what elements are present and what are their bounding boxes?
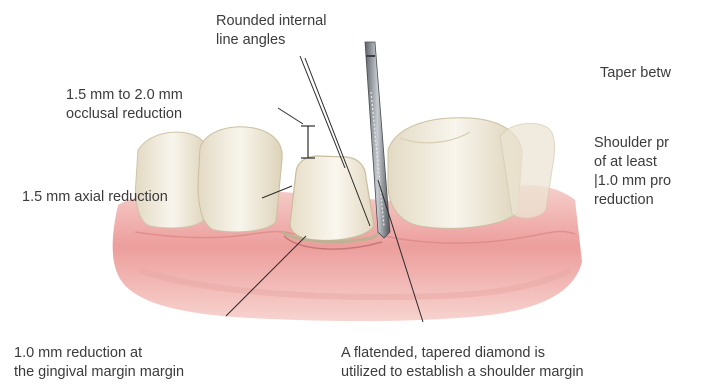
diamond-line-1: A flatended, tapered diamond is	[341, 344, 584, 363]
rounded-internal-line-1: Rounded internal	[216, 12, 326, 31]
prepared-tooth	[290, 156, 374, 240]
adjacent-premolar-tooth	[198, 127, 282, 232]
leader-occlusal	[278, 108, 303, 124]
diamond-line-2: utilized to establish a shoulder margin	[341, 363, 584, 382]
shoulder-line-2: of at least	[594, 153, 671, 172]
rounded-internal-line-angles-label: Rounded internal line angles	[216, 12, 326, 50]
shoulder-label: Shoulder pr of at least |1.0 mm pro redu…	[594, 134, 671, 210]
leader-rounded-angles-1	[300, 56, 345, 168]
shoulder-line-3: |1.0 mm pro	[594, 172, 671, 191]
shoulder-line-4: reduction	[594, 191, 671, 210]
diamond-bur-label: A flatended, tapered diamond is utilized…	[341, 344, 584, 382]
shoulder-line-1: Shoulder pr	[594, 134, 671, 153]
left-molar-tooth	[136, 132, 209, 228]
gingival-margin-line-2: the gingival margin margin	[14, 363, 184, 382]
axial-reduction-label: 1.5 mm axial reduction	[22, 188, 168, 207]
rounded-internal-line-2: line angles	[216, 31, 326, 50]
taper-label: Taper betw	[600, 64, 671, 83]
gingival-margin-label: 1.0 mm reduction at the gingival margin …	[14, 344, 184, 382]
occlusal-reduction-line-2: occlusal reduction	[66, 105, 183, 124]
occlusal-reduction-label: 1.5 mm to 2.0 mm occlusal reduction	[66, 86, 183, 124]
occlusal-reduction-line-1: 1.5 mm to 2.0 mm	[66, 86, 183, 105]
gingival-margin-line-1: 1.0 mm reduction at	[14, 344, 184, 363]
